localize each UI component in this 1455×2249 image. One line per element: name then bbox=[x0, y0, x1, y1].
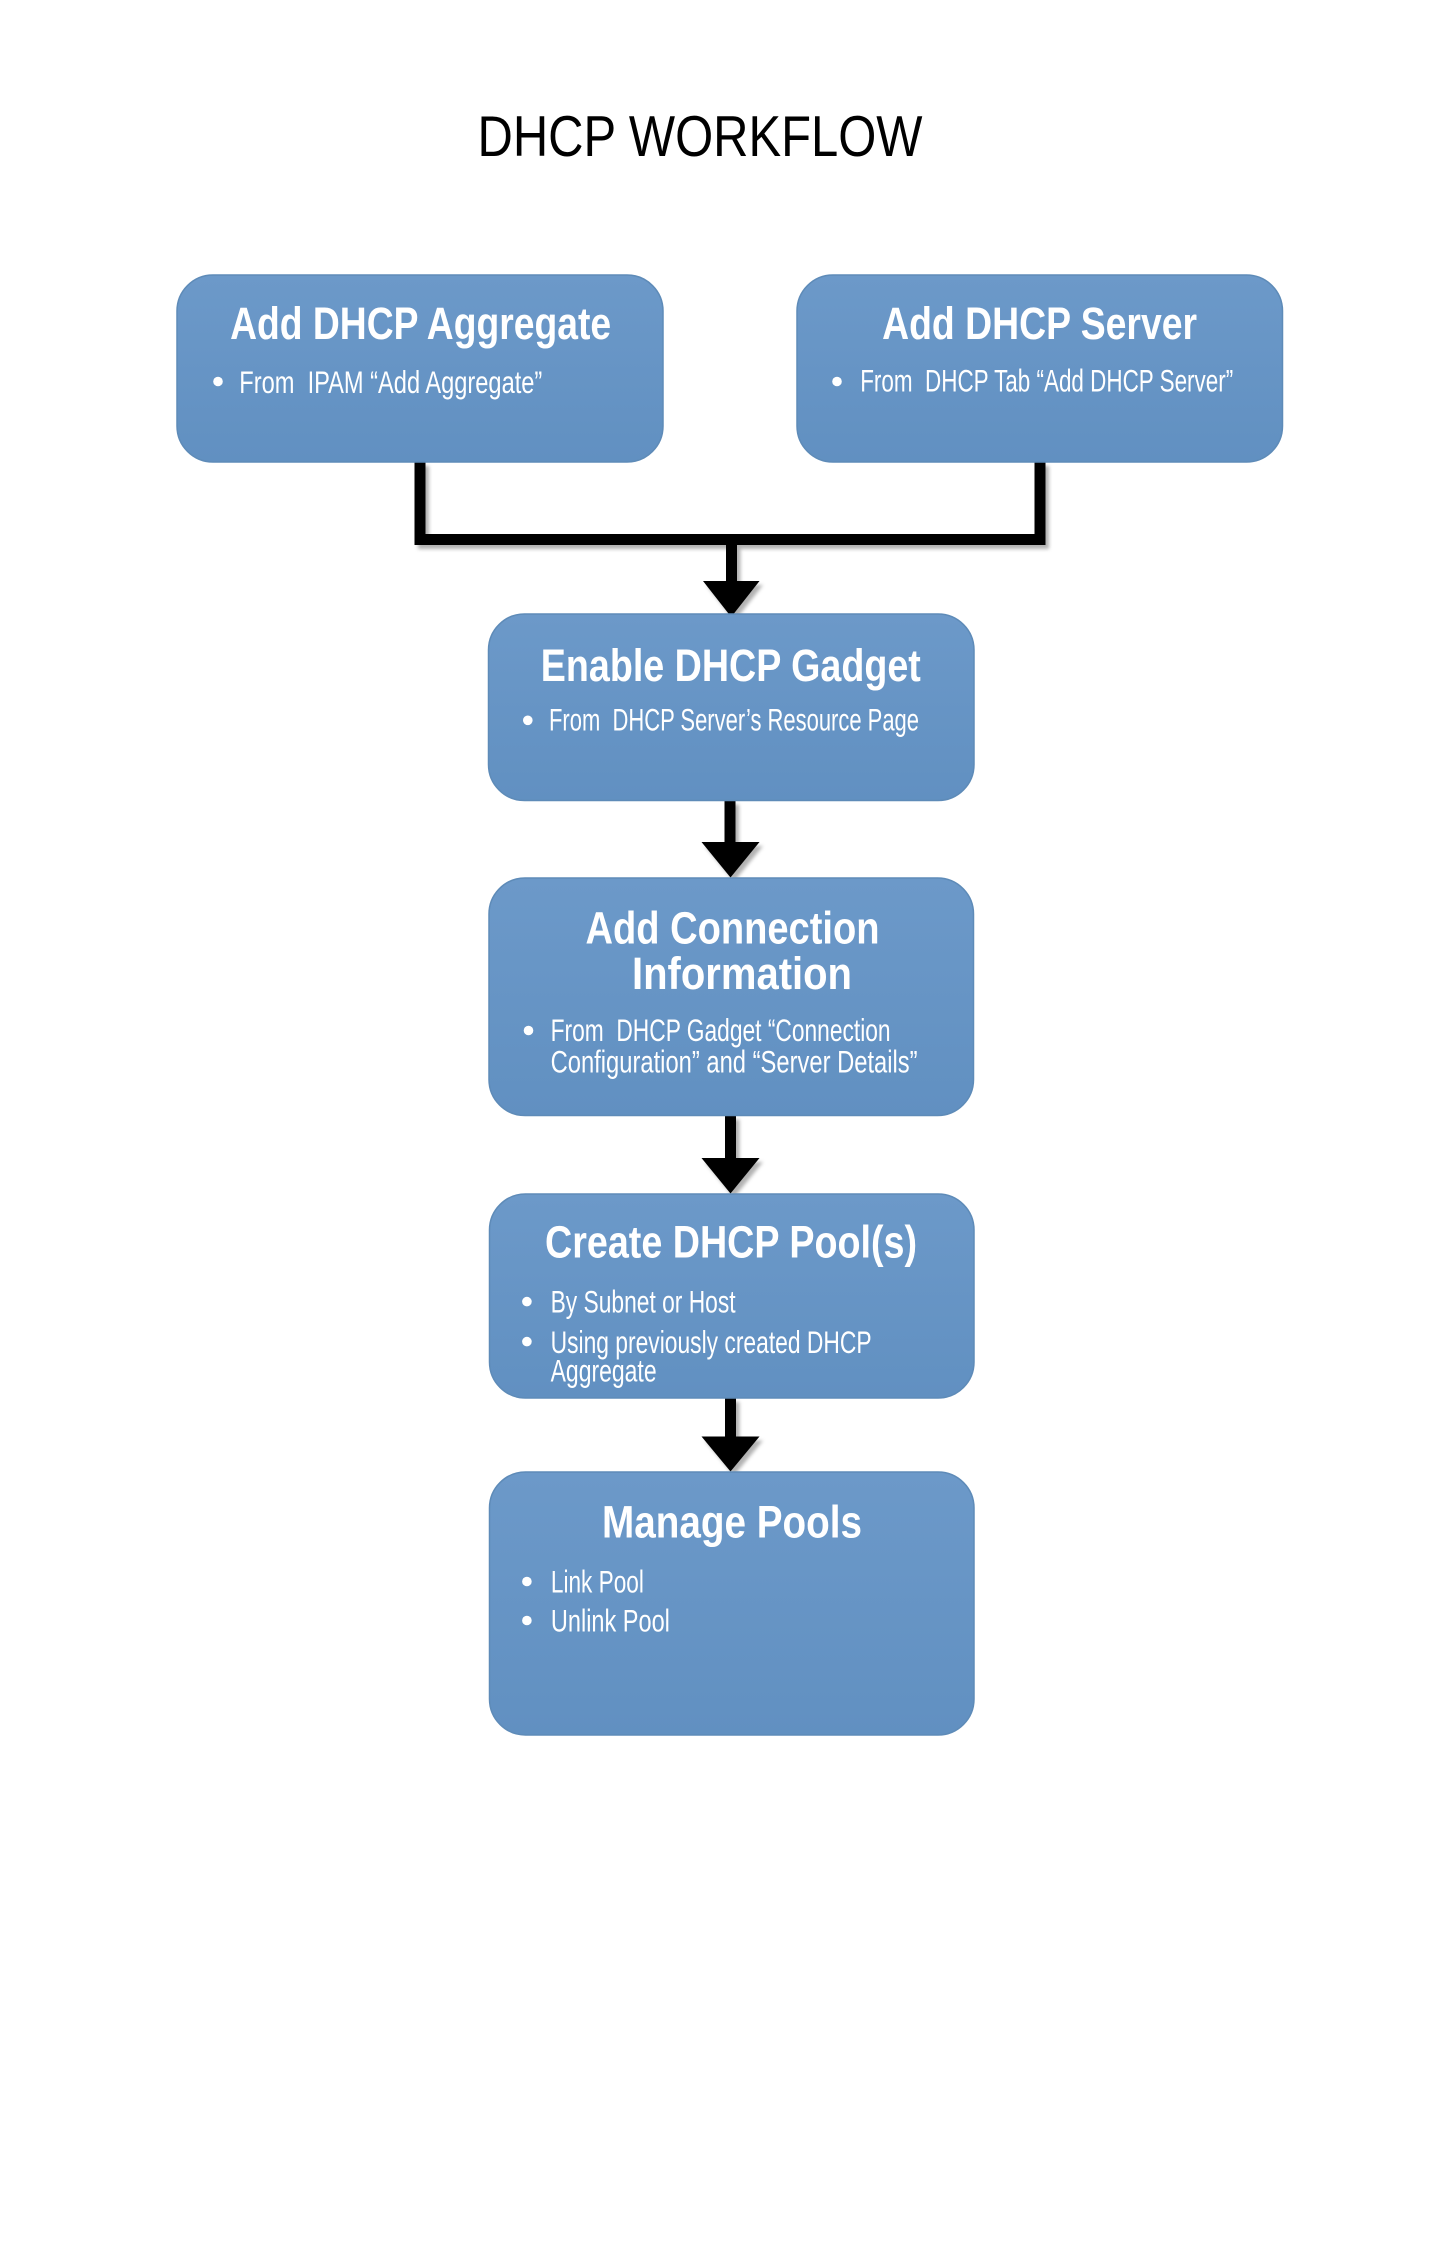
svg-text:By Subnet or Host: By Subnet or Host bbox=[551, 1284, 736, 1320]
svg-text:Unlink Pool: Unlink Pool bbox=[551, 1602, 670, 1638]
svg-text:Using previously created DHCP: Using previously created DHCP bbox=[551, 1324, 872, 1360]
svg-text:From DHCP Tab “Add DHCP Serve: From DHCP Tab “Add DHCP Server” bbox=[860, 363, 1233, 399]
svg-text:Link Pool: Link Pool bbox=[551, 1563, 644, 1599]
svg-text:From DHCP Server’s Resource P: From DHCP Server’s Resource Page bbox=[549, 702, 919, 738]
svg-text:Configuration” and “Server Det: Configuration” and “Server Details” bbox=[551, 1044, 918, 1080]
svg-text:Add DHCP Aggregate: Add DHCP Aggregate bbox=[230, 298, 611, 349]
svg-text:Create DHCP Pool(s): Create DHCP Pool(s) bbox=[545, 1217, 917, 1268]
svg-text:Enable DHCP Gadget: Enable DHCP Gadget bbox=[541, 640, 921, 691]
svg-text:Add Connection: Add Connection bbox=[586, 902, 880, 953]
svg-text:From DHCP Gadget “Connection: From DHCP Gadget “Connection bbox=[551, 1012, 891, 1048]
svg-text:Manage Pools: Manage Pools bbox=[602, 1497, 862, 1548]
svg-text:DHCP WORKFLOW: DHCP WORKFLOW bbox=[478, 105, 924, 169]
svg-text:Aggregate: Aggregate bbox=[551, 1352, 657, 1388]
svg-text:From IPAM “Add Aggregate”: From IPAM “Add Aggregate” bbox=[239, 364, 542, 400]
svg-text:Add DHCP Server: Add DHCP Server bbox=[882, 298, 1197, 349]
svg-text:Information: Information bbox=[632, 948, 852, 999]
